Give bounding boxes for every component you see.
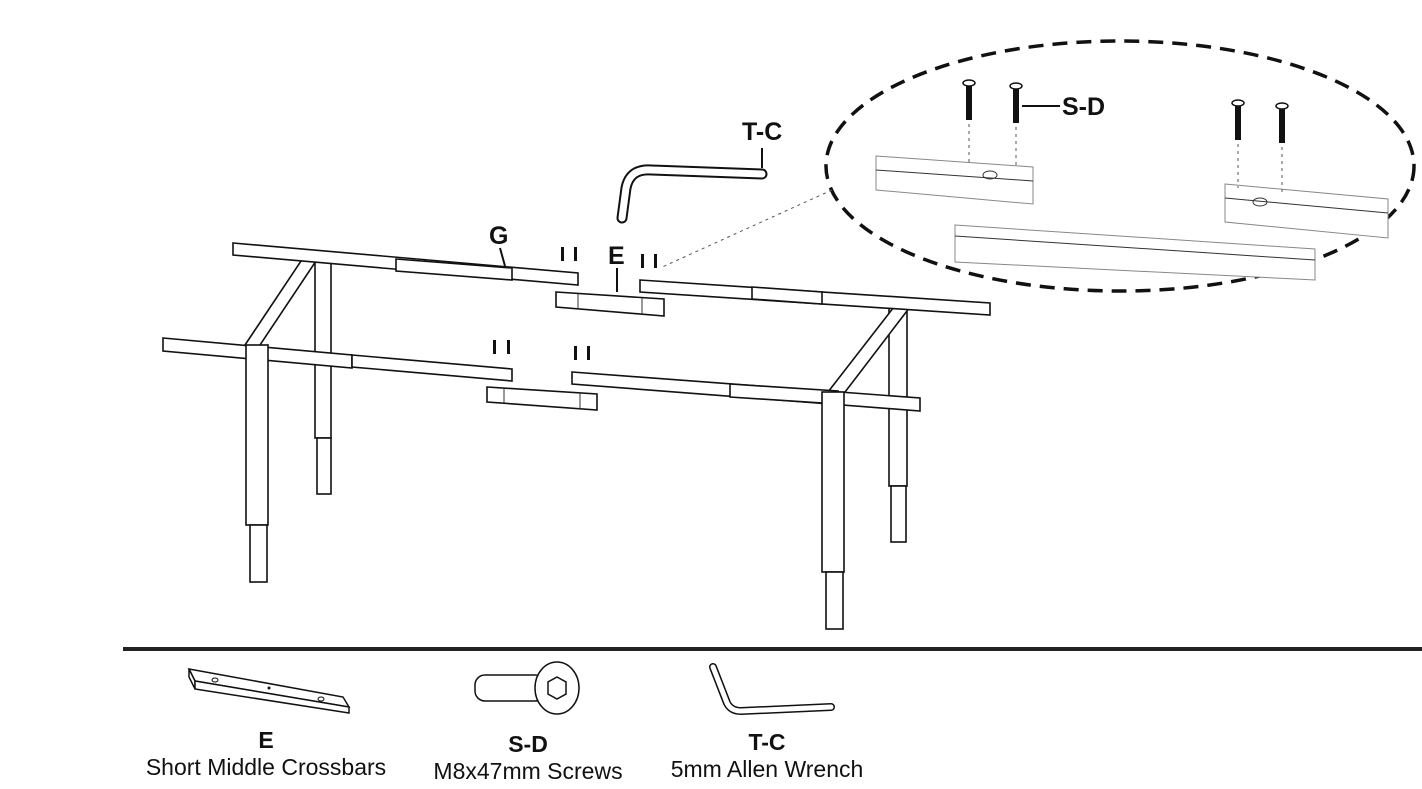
screw-icon: [474, 661, 580, 715]
callout-sd: S-D: [1062, 93, 1105, 121]
leg-front-left: [245, 344, 269, 526]
legend-code: E: [258, 727, 274, 753]
legend-item-tc: T-C 5mm Allen Wrench: [652, 655, 882, 789]
zoom-rail-right: [1224, 183, 1389, 239]
zoom-screw-2: [1009, 82, 1023, 168]
zoom-screw-1: [962, 79, 976, 165]
zoom-screw-4: [1275, 102, 1289, 192]
callout-tc: T-C: [742, 118, 782, 146]
legend-item-sd: S-D M8x47mm Screws: [418, 655, 638, 789]
legend-description: Short Middle Crossbars: [145, 754, 387, 780]
zoom-rail-left: [875, 155, 1034, 205]
frame-screws: [493, 247, 657, 360]
zoom-detail: S-D: [659, 39, 1416, 293]
allen-wrench-icon: [709, 663, 835, 715]
side-beam-left: [243, 254, 320, 349]
leg-back-left: [314, 261, 332, 439]
legend-item-e: E Short Middle Crossbars: [130, 655, 402, 789]
zoom-leader-line: [659, 189, 833, 269]
callout-e: E: [608, 242, 625, 270]
legend-divider: [123, 647, 1422, 651]
crossbar-icon: [187, 667, 351, 714]
legend-description: M8x47mm Screws: [433, 758, 623, 784]
leg-front-right: [821, 391, 845, 573]
callout-g: G: [489, 222, 508, 250]
legend-code: T-C: [748, 729, 786, 755]
desk-frame: G E: [162, 222, 991, 630]
crossbar-e-back: [555, 291, 665, 317]
allen-wrench-drawing: T-C: [616, 118, 782, 224]
zoom-crossbar: [954, 224, 1316, 281]
zoom-screw-3: [1231, 99, 1245, 188]
legend-description: 5mm Allen Wrench: [670, 756, 864, 782]
legend-code: S-D: [508, 731, 548, 757]
crossbar-e-front: [486, 386, 598, 411]
